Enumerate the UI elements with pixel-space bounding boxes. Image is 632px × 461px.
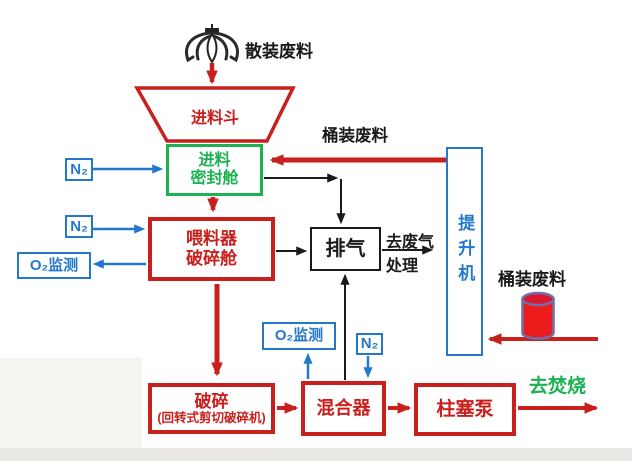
label-to-gas-treatment-line1: 去废气	[386, 234, 435, 251]
node-feed-seal-chamber-line2: 密封舱	[190, 170, 239, 187]
node-feed-seal-chamber-line1: 进料	[198, 151, 231, 169]
tag-n2-mixer-label: N₂	[360, 335, 379, 353]
tag-n2-seal: N₂	[65, 158, 93, 181]
label-drum-waste-top: 桶装废料	[322, 127, 388, 145]
tag-n2-seal-label: N₂	[70, 160, 88, 178]
node-crusher: 破碎 (回转式剪切破碎机)	[148, 383, 275, 434]
node-plunger-pump: 柱塞泵	[414, 383, 516, 436]
tag-o2-monitor-feeder-label: O₂监测	[29, 256, 79, 274]
node-crusher-line1: 破碎	[194, 391, 229, 411]
background-bottom-strip	[0, 448, 632, 461]
tag-o2-monitor-mixer-label: O₂监测	[274, 327, 324, 345]
node-mixer-label: 混合器	[316, 398, 371, 419]
label-to-incineration: 去焚烧	[529, 376, 587, 397]
node-mixer: 混合器	[301, 381, 386, 436]
label-hopper: 进料斗	[190, 110, 239, 127]
node-feeder-crusher-chamber: 喂料器 破碎舱	[148, 217, 275, 281]
label-drum-waste-right: 桶装废料	[498, 270, 566, 289]
label-bulk-waste: 散装废料	[245, 42, 313, 61]
node-exhaust: 排气	[310, 227, 381, 271]
node-feeder-line2: 破碎舱	[186, 249, 237, 268]
node-hoist-label: 提升机	[455, 214, 475, 289]
node-exhaust-label: 排气	[325, 237, 366, 260]
tag-o2-monitor-mixer: O₂监测	[262, 322, 336, 350]
node-feeder-line1: 喂料器	[186, 229, 237, 249]
grab-crane-icon	[185, 24, 239, 64]
node-plunger-pump-label: 柱塞泵	[436, 398, 494, 420]
node-feed-seal-chamber: 进料 密封舱	[166, 144, 263, 196]
hopper-shape	[133, 86, 296, 143]
label-to-gas-treatment-line2: 处理	[386, 258, 419, 275]
node-hoist: 提升机	[446, 147, 483, 356]
tag-n2-feeder: N₂	[65, 215, 93, 238]
background-wash	[0, 358, 142, 461]
tag-n2-mixer: N₂	[356, 333, 383, 355]
node-crusher-line2: (回转式剪切破碎机)	[157, 411, 266, 426]
tag-o2-monitor-feeder: O₂监测	[17, 252, 91, 279]
tag-n2-feeder-label: N₂	[70, 217, 88, 235]
waste-drum-icon	[521, 291, 555, 340]
